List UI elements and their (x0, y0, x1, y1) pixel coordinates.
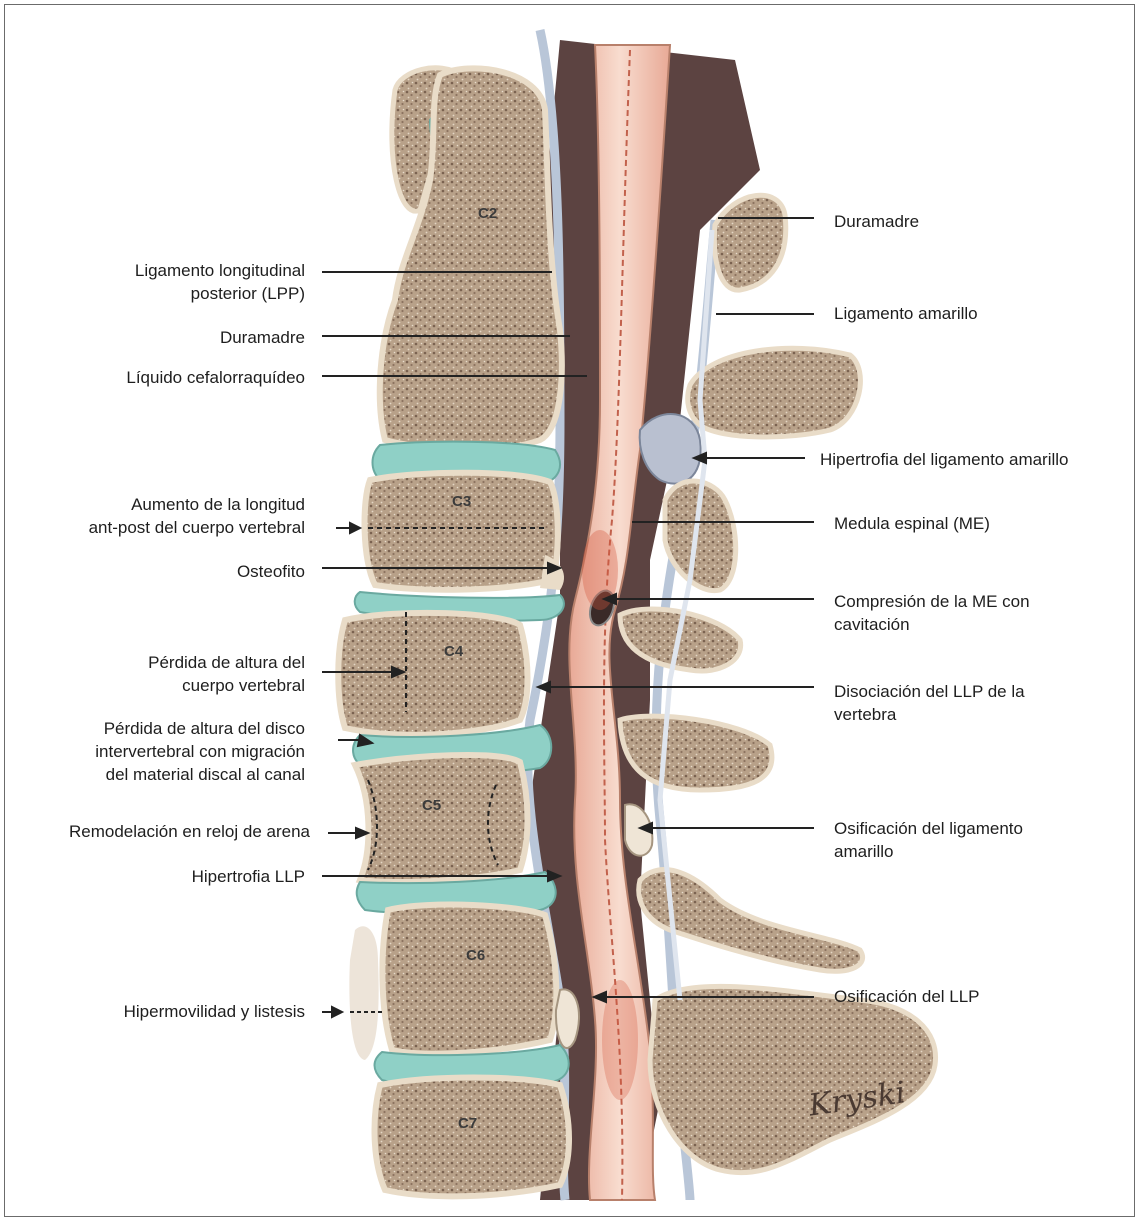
arrowhead-listesis (332, 1007, 342, 1017)
label-ligamento-amarillo: Ligamento amarillo (834, 302, 978, 325)
listhesis-ghost (349, 926, 378, 1060)
label-medula-espinal: Medula espinal (ME) (834, 512, 990, 535)
label-disociacion-llp: Disociación del LLP de la vertebra (834, 680, 1025, 726)
label-reloj-arena: Remodelación en reloj de arena (69, 820, 310, 843)
label-osteofito: Osteofito (237, 560, 305, 583)
label-aumento-longitud: Aumento de la longitud ant-post del cuer… (89, 493, 305, 539)
vertebra-label-c2: C2 (478, 205, 497, 222)
label-perdida-altura-cuerpo: Pérdida de altura del cuerpo vertebral (148, 651, 305, 697)
arrowhead-ap-length (350, 523, 360, 533)
label-osificacion-amarillo: Osificación del ligamento amarillo (834, 817, 1023, 863)
label-ligamento-longitudinal: Ligamento longitudinal posterior (LPP) (135, 259, 305, 305)
body-c7 (375, 1078, 569, 1197)
label-hipermovilidad: Hipermovilidad y listesis (124, 1000, 305, 1023)
label-duramadre-right: Duramadre (834, 210, 919, 233)
pll-ossification (556, 989, 579, 1048)
label-osificacion-llp: Osificación del LLP (834, 985, 980, 1008)
body-c3 (365, 473, 558, 590)
body-c4 (338, 613, 527, 735)
vertebra-label-c3: C3 (452, 493, 471, 510)
lamina-1 (714, 195, 785, 290)
label-duramadre-left: Duramadre (220, 326, 305, 349)
lamina-2 (688, 348, 861, 437)
label-perdida-altura-disco: Pérdida de altura del disco intervertebr… (95, 717, 305, 786)
vertebra-label-c6: C6 (466, 947, 485, 964)
label-hipertrofia-llp: Hipertrofia LLP (192, 865, 305, 888)
body-c5 (355, 755, 528, 882)
body-c6 (382, 905, 556, 1054)
label-compresion-me: Compresión de la ME con cavitación (834, 590, 1030, 636)
vertebra-label-c4: C4 (444, 643, 464, 660)
label-hipertrofia-amarillo: Hipertrofia del ligamento amarillo (820, 448, 1069, 471)
vertebra-label-c5: C5 (422, 797, 441, 814)
vertebra-label-c7: C7 (458, 1115, 477, 1132)
label-liquido-cefalorraquideo: Líquido cefalorraquídeo (126, 366, 305, 389)
